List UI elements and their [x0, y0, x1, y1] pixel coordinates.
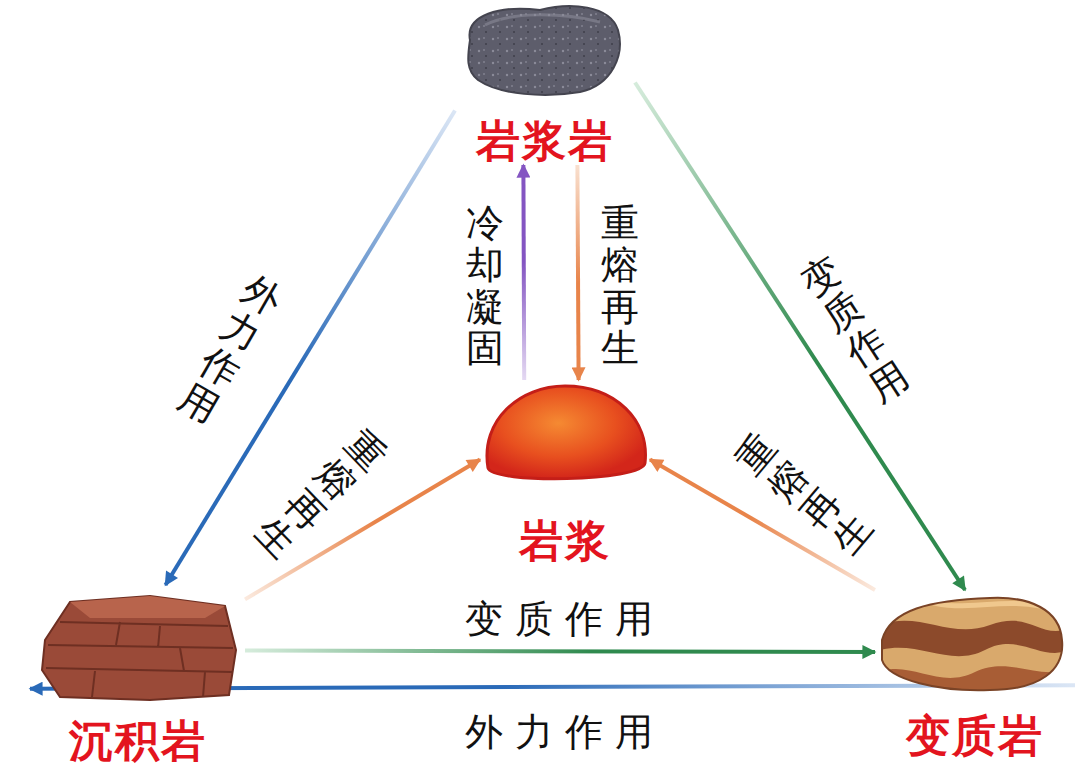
process-arrow [165, 111, 455, 585]
process-label: 外力作用 [465, 712, 665, 754]
process-arrow [577, 165, 578, 380]
sedimentary-rock [42, 596, 236, 700]
process-label: 变质作用 [465, 599, 665, 641]
process-arrow [635, 83, 965, 591]
process-label: 变质作用 [794, 250, 917, 411]
process-label: 外力作用 [172, 268, 289, 432]
magma-blob [487, 386, 646, 479]
rock-node: 岩浆 [480, 380, 650, 565]
process-label: 重熔再生 [729, 427, 881, 564]
process-arrow [245, 651, 875, 653]
rock-name: 岩浆 [519, 517, 611, 565]
process-arrow [521, 165, 526, 380]
igneous-rock [468, 6, 620, 95]
rock-name: 变质岩 [906, 712, 1044, 760]
process-label: 重熔再生 [601, 203, 639, 370]
process-label: 重熔再生 [247, 423, 394, 566]
process-label: 冷却凝固 [466, 203, 504, 370]
metamorphic-rock [880, 598, 1070, 700]
rock-node: 变质岩 [875, 590, 1075, 760]
rock-node: 沉积岩 [30, 585, 245, 765]
rock-node: 岩浆岩 [455, 0, 635, 165]
rock-name: 岩浆岩 [476, 117, 614, 165]
rock-name: 沉积岩 [69, 717, 207, 765]
